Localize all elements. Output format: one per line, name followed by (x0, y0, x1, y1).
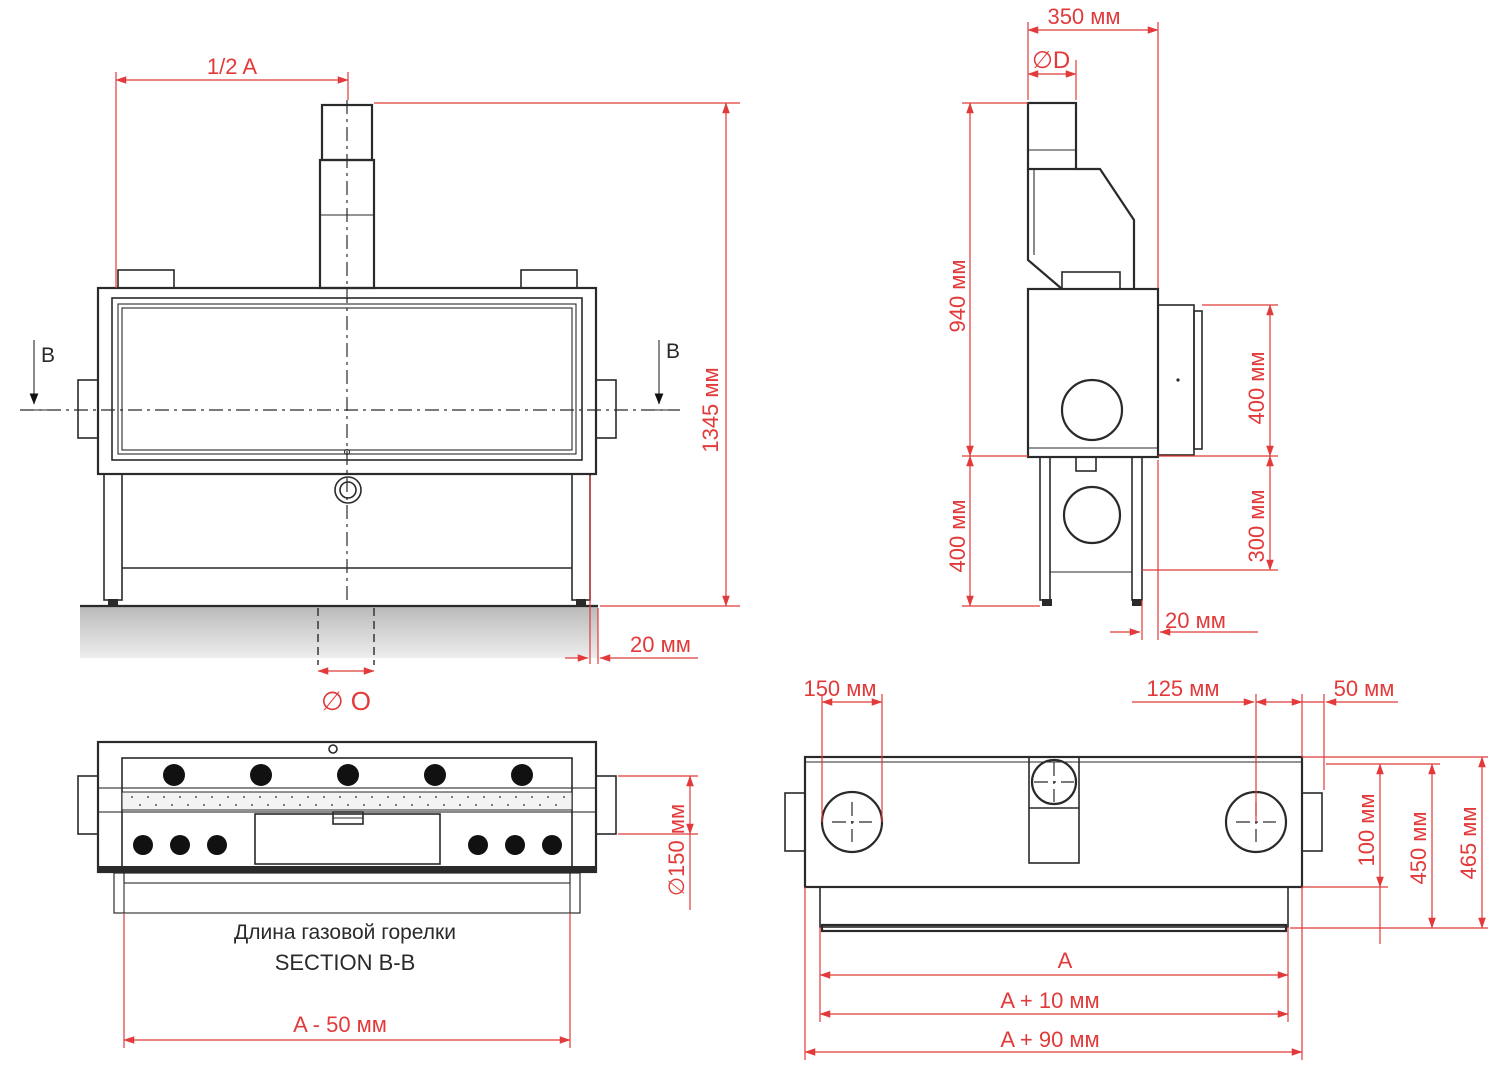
dim-gas-inlet: ∅ O (321, 686, 371, 716)
dim-duct-diameter: ∅150 мм (664, 804, 689, 896)
front-view: B B 1/2 A 1345 мм 20 мм ∅ O (20, 54, 740, 716)
section-view: Длина газовой горелки SECTION B-B A - 50… (77, 740, 698, 1048)
dim-100: 100 мм (1354, 793, 1379, 866)
plan-view: 150 мм 125 мм 50 мм 100 мм 450 мм 465 мм… (784, 676, 1488, 1060)
dim-450: 450 мм (1406, 811, 1431, 884)
dim-125: 125 мм (1146, 676, 1219, 701)
section-label: SECTION B-B (275, 950, 416, 975)
section-mark-left: B (41, 344, 55, 367)
dim-upper-height: 940 мм (945, 259, 970, 332)
dim-total-height: 1345 мм (698, 367, 723, 452)
dim-50: 50 мм (1334, 676, 1395, 701)
dim-150: 150 мм (803, 676, 876, 701)
dim-width-a: A (1058, 948, 1073, 973)
burner-length-label: Длина газовой горелки (234, 921, 456, 944)
dim-depth: 350 мм (1047, 4, 1120, 29)
dim-duct-base: 300 мм (1244, 489, 1269, 562)
dim-leg-offset: 20 мм (630, 632, 691, 657)
dim-465: 465 мм (1456, 806, 1481, 879)
dim-section-width: A - 50 мм (293, 1012, 387, 1037)
dim-side-leg-offset: 20 мм (1165, 608, 1226, 633)
dim-half-a: 1/2 A (207, 54, 257, 79)
dim-width-a10: A + 10 мм (1000, 988, 1099, 1013)
burner-perforation (131, 796, 565, 806)
dim-flue-diameter: ∅D (1032, 47, 1070, 74)
dim-width-a90: A + 90 мм (1000, 1027, 1099, 1052)
dim-duct-height: 400 мм (1244, 351, 1269, 424)
dim-lower-height: 400 мм (945, 499, 970, 572)
section-mark-right: B (666, 340, 680, 363)
floor (80, 606, 598, 658)
side-view: 350 мм ∅D 940 мм 400 мм 400 мм 300 мм 20… (945, 4, 1278, 640)
